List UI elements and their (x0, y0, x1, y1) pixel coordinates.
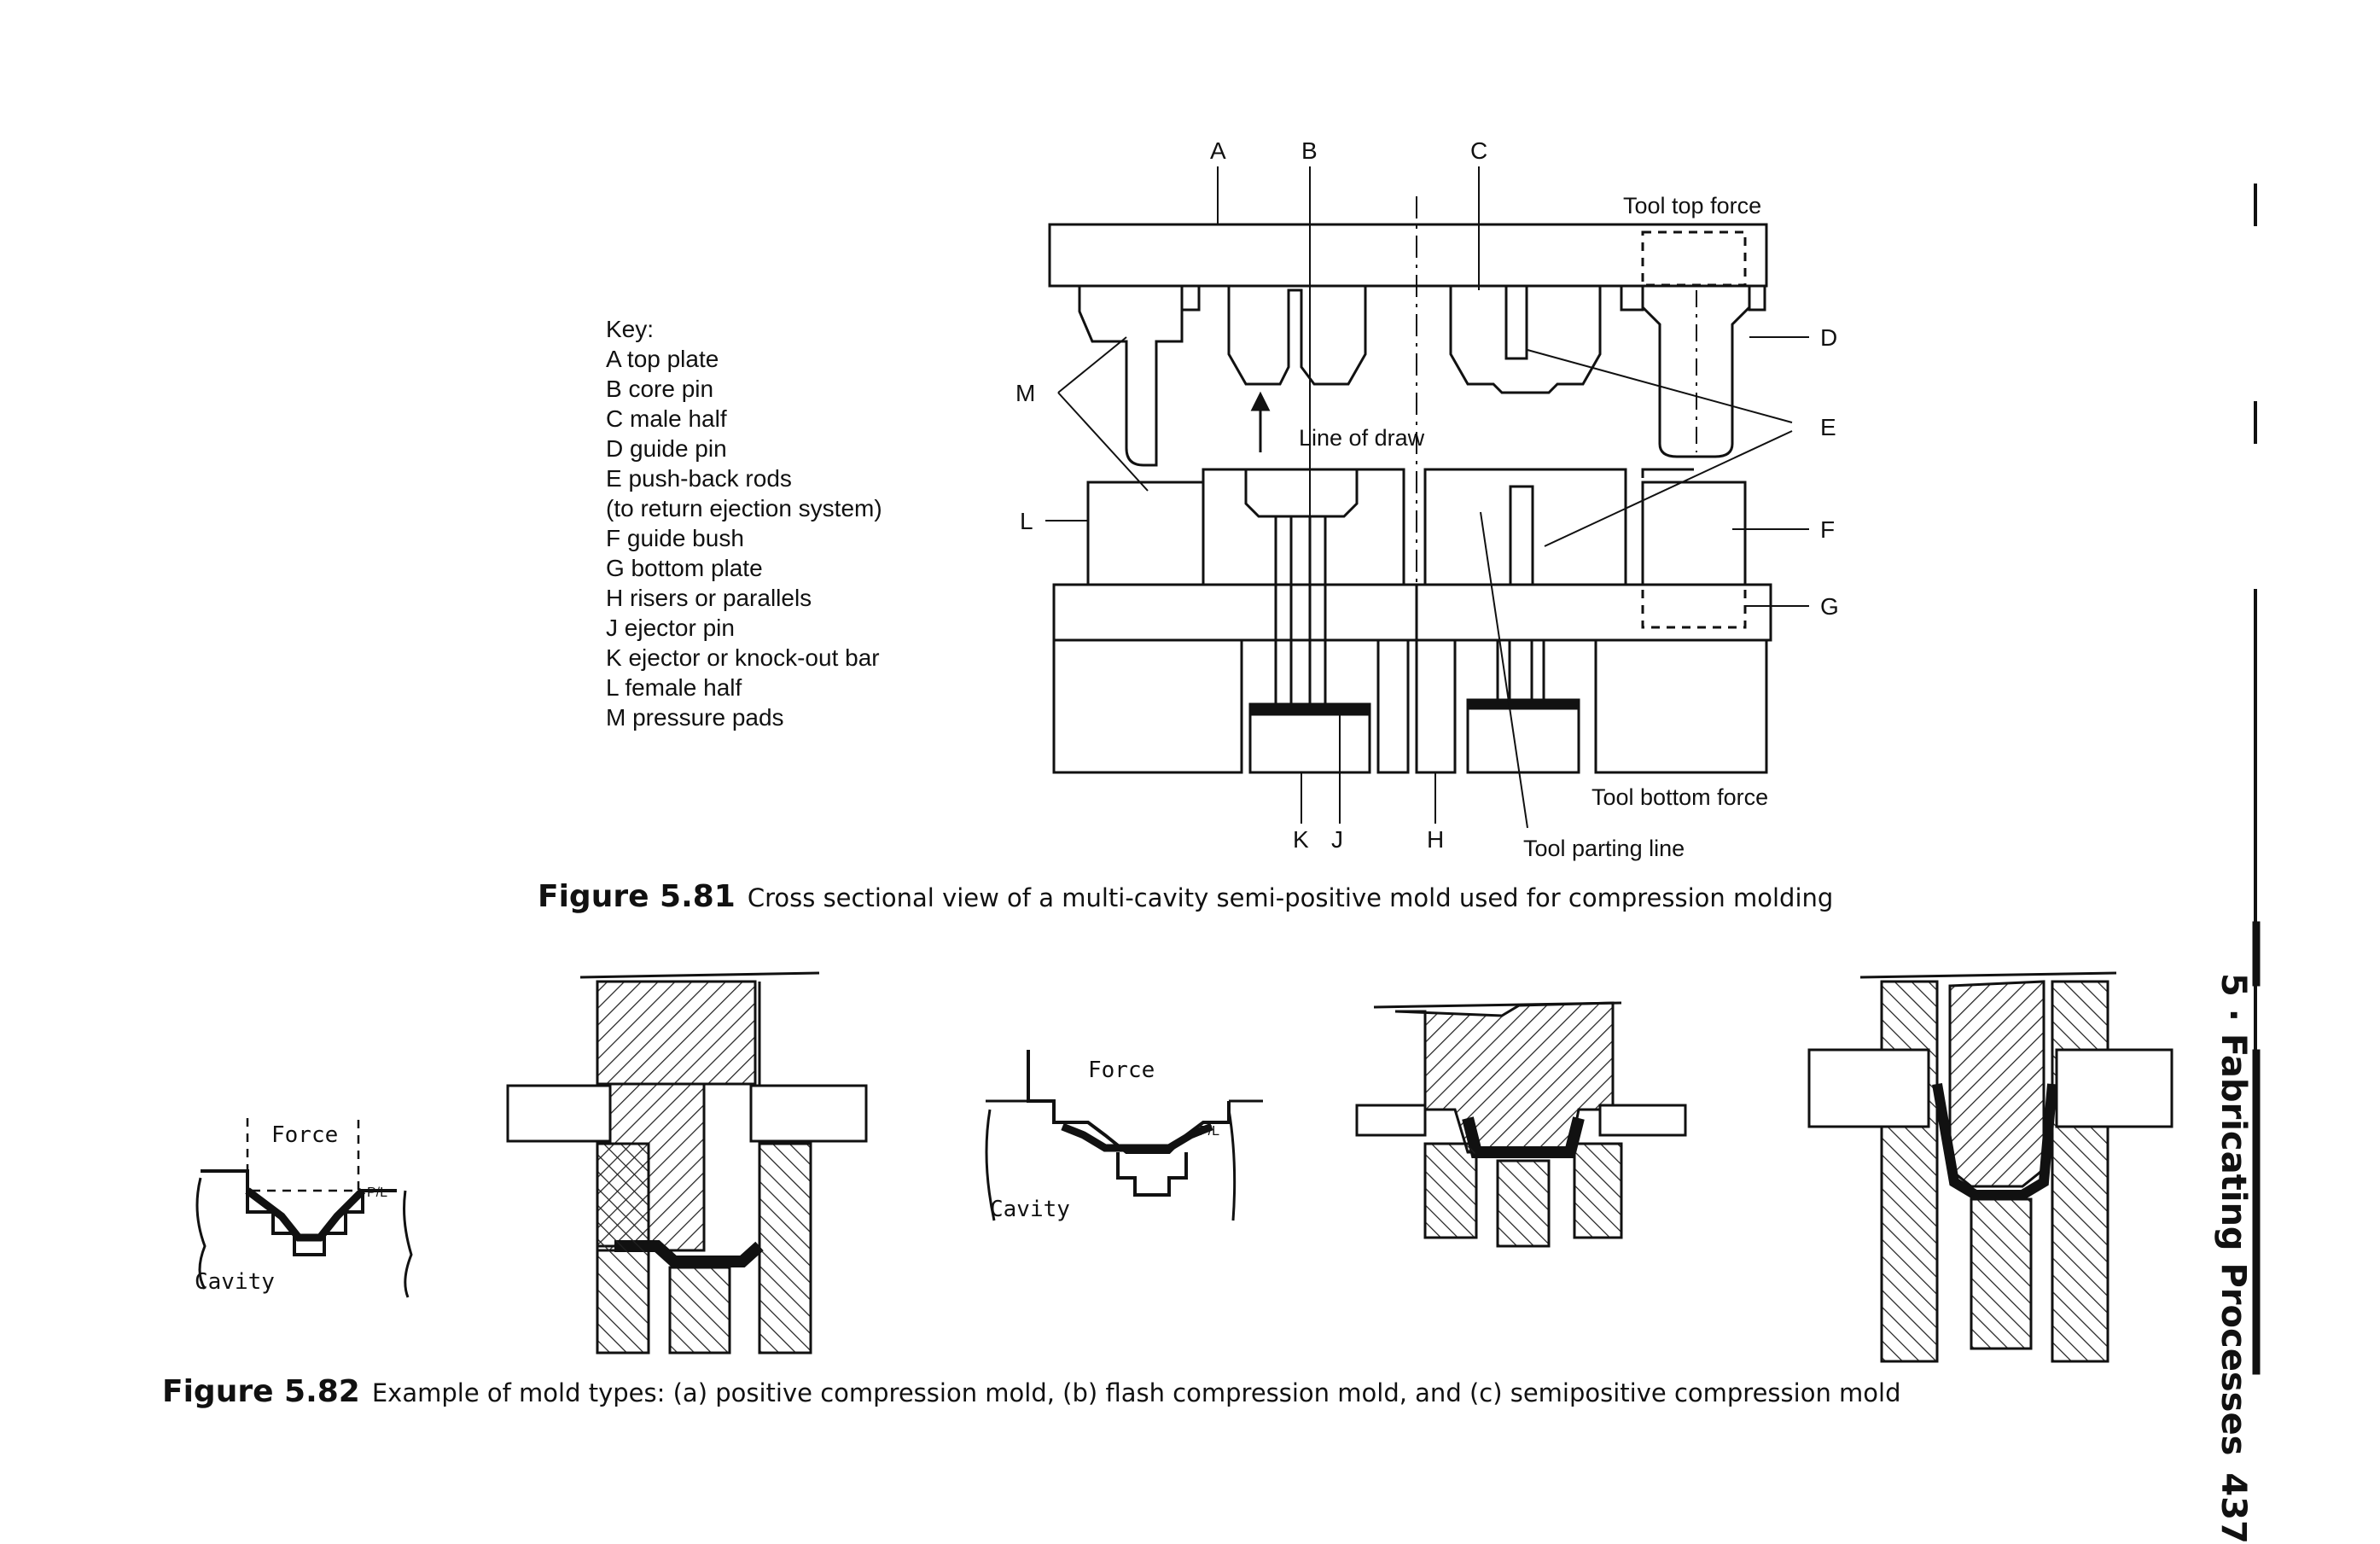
callout-c: C (1470, 137, 1487, 164)
ejector-pin (1274, 515, 1293, 710)
positive-mold-section (506, 971, 868, 1355)
pad-block (1180, 284, 1201, 312)
callout-l: L (1020, 508, 1033, 534)
callout-g: G (1820, 593, 1839, 620)
callout-leaders (1045, 166, 1809, 829)
female-half-block (1086, 481, 1205, 586)
key-item: A top plate (606, 346, 719, 372)
force-label: Force (271, 1122, 338, 1148)
flash-mold-section (1355, 1001, 1687, 1248)
riser-right (1594, 638, 1768, 774)
figure-5-81-caption: Figure 5.81 Cross sectional view of a mul… (538, 879, 1833, 914)
guide-pin (1641, 286, 1751, 458)
push-back-rod-top (1504, 284, 1528, 360)
female-half-left (1202, 468, 1405, 586)
key-item: K ejector or knock-out bar (606, 644, 880, 671)
key-legend: Key: A top plate B core pin C male half … (606, 316, 882, 731)
guide-bush (1641, 481, 1747, 586)
figure-label: Figure 5.82 (162, 1374, 360, 1409)
margin-marks (2252, 184, 2261, 1375)
positive-mold-schematic: Force Cavity P/L (195, 1118, 413, 1298)
riser-left (1052, 638, 1243, 774)
key-item: G bottom plate (606, 555, 763, 581)
chapter-title: 5 · Fabricating Processes (2214, 973, 2253, 1456)
tool-parting-line-label: Tool parting line (1523, 836, 1685, 861)
running-head: 5 · Fabricating Processes 437 (2202, 973, 2253, 1544)
key-title: Key: (606, 316, 654, 342)
top-plate (1048, 223, 1768, 288)
knock-out-bar (1466, 698, 1580, 774)
tool-top-force-label: Tool top force (1623, 193, 1761, 218)
tool-bottom-force-label: Tool bottom force (1592, 784, 1768, 810)
guide-pin-head (1748, 284, 1766, 312)
bottom-plate (1052, 583, 1772, 642)
figure-5-81-diagram: Key: A top plate B core pin C male half … (606, 137, 1839, 861)
figure-5-82-diagrams: Force Cavity P/L Force Cavity (195, 971, 2173, 1363)
key-item: E push-back rods (606, 465, 792, 492)
key-item: (to return ejection system) (606, 495, 882, 521)
flash-mold-schematic: Force Cavity P/L (985, 1050, 1263, 1222)
diagram-annotations: Tool top force Line of draw Tool bottom … (1299, 193, 1768, 861)
key-item: D guide pin (606, 435, 727, 462)
callout-k: K (1293, 826, 1309, 853)
key-item: M pressure pads (606, 704, 784, 731)
caption-text: Example of mold types: (a) positive comp… (371, 1378, 1901, 1407)
callout-j: J (1331, 826, 1343, 853)
callout-m: M (1015, 380, 1035, 406)
callout-letters: A B C D E F G H J K L M (1015, 137, 1839, 853)
arrow-head (1250, 391, 1271, 411)
caption-text: Cross sectional view of a multi-cavity s… (747, 883, 1834, 912)
page-number: 437 (2214, 1472, 2253, 1544)
knock-out-plate (1466, 698, 1580, 710)
guide-bush-dashed (1641, 583, 1747, 629)
callout-a: A (1210, 137, 1226, 164)
key-item: L female half (606, 674, 742, 701)
line-of-draw-label: Line of draw (1299, 425, 1425, 451)
semipositive-mold-section (1807, 971, 2173, 1363)
guide-bush-edge (1641, 468, 1694, 478)
callout-b: B (1301, 137, 1318, 164)
cavity-left (1244, 469, 1359, 518)
key-item: J ejector pin (606, 615, 735, 641)
male-half-right (1449, 286, 1602, 394)
riser-center (1415, 638, 1457, 774)
callout-h: H (1427, 826, 1444, 853)
ejector-pin (1308, 515, 1327, 710)
callout-f: F (1820, 516, 1835, 543)
key-item: B core pin (606, 376, 713, 402)
push-back-rod (1509, 485, 1534, 586)
figure-5-82-caption: Figure 5.82 Example of mold types: (a) po… (162, 1374, 1901, 1409)
male-half-left (1227, 286, 1367, 386)
cavity-label: Cavity (195, 1269, 275, 1295)
callout-e: E (1820, 414, 1836, 440)
key-item: C male half (606, 405, 727, 432)
guide-pin-head (1620, 284, 1644, 312)
pressure-pad (1078, 286, 1184, 467)
ejector-pin (1530, 638, 1545, 710)
force-label: Force (1088, 1057, 1155, 1083)
guide-bush-outline (1641, 230, 1747, 287)
key-item: H risers or parallels (606, 585, 812, 611)
cavity-label: Cavity (990, 1197, 1070, 1222)
riser-center (1376, 638, 1410, 774)
figure-label: Figure 5.81 (538, 879, 736, 914)
key-item: F guide bush (606, 525, 744, 551)
callout-d: D (1820, 324, 1837, 351)
parting-line-label: P/L (1199, 1124, 1219, 1139)
parting-line-label: P/L (367, 1186, 387, 1200)
